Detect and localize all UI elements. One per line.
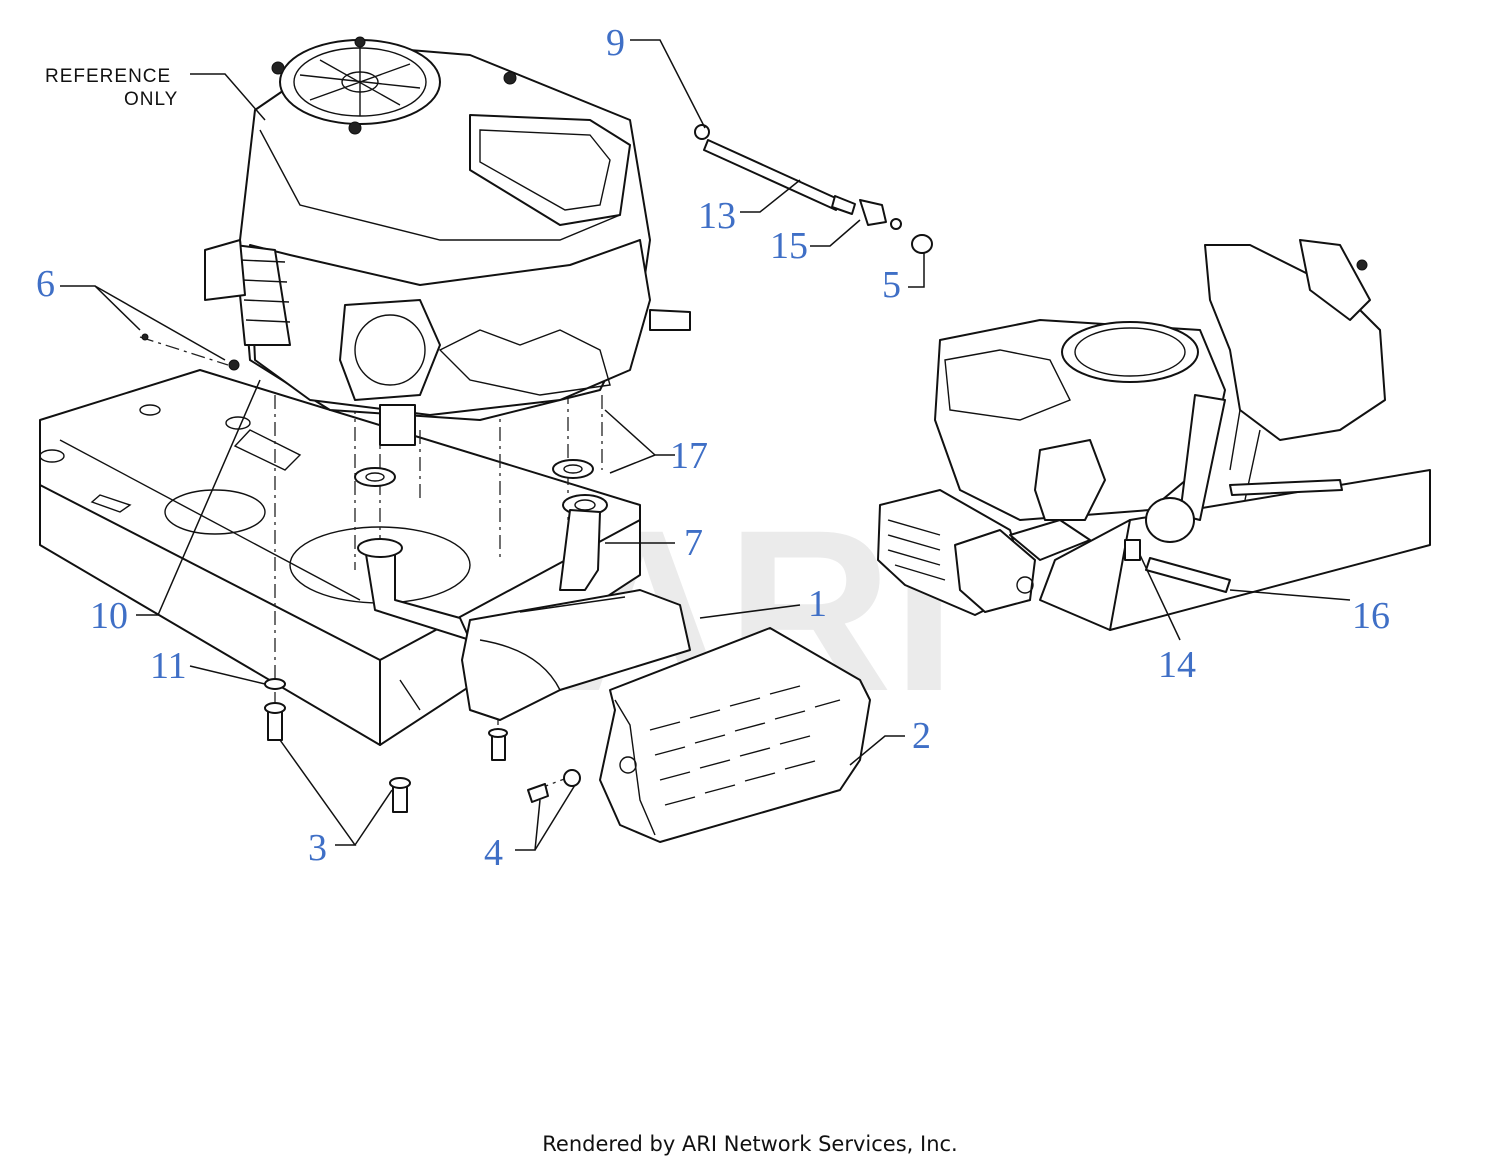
- callout-4[interactable]: 4: [484, 832, 503, 874]
- callout-10[interactable]: 10: [90, 595, 128, 637]
- footer-credit: Rendered by ARI Network Services, Inc.: [542, 1132, 958, 1156]
- callout-15[interactable]: 15: [770, 225, 808, 267]
- engine-right: [934, 239, 1431, 631]
- callout-labels: 1 2 3 4 5 6 7 9 10 11 13 14 15 16 17: [36, 22, 1390, 874]
- callout-7[interactable]: 7: [684, 522, 703, 564]
- callout-1[interactable]: 1: [808, 583, 827, 625]
- reference-note-line1: REFERENCE: [45, 66, 171, 87]
- leader-lines: [60, 39, 1351, 851]
- cable-parts: [694, 124, 933, 254]
- muffler-left: [357, 509, 691, 721]
- callout-13[interactable]: 13: [698, 195, 736, 237]
- muffler-right: [877, 489, 1091, 616]
- callout-6[interactable]: 6: [36, 263, 55, 305]
- engine-left: [204, 36, 691, 446]
- callout-2[interactable]: 2: [912, 715, 931, 757]
- callout-9[interactable]: 9: [606, 22, 625, 64]
- callout-16[interactable]: 16: [1352, 595, 1390, 637]
- callout-17[interactable]: 17: [670, 435, 708, 477]
- callout-5[interactable]: 5: [882, 264, 901, 306]
- reference-note-line2: ONLY: [124, 89, 178, 110]
- callout-11[interactable]: 11: [150, 645, 187, 687]
- callout-3[interactable]: 3: [308, 827, 327, 869]
- heat-shield: [599, 627, 871, 843]
- callout-14[interactable]: 14: [1158, 644, 1196, 686]
